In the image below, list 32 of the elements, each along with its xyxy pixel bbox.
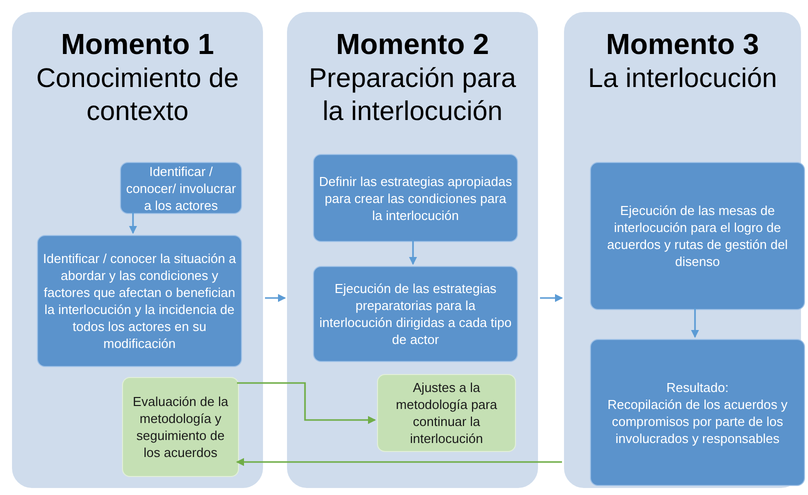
box-text: Resultado:	[666, 378, 729, 396]
arrow	[236, 458, 562, 466]
stage-subtitle: La interlocución	[586, 62, 778, 95]
box-text: Evaluación de la metodología y seguimiento de los acuerdos	[132, 393, 230, 461]
arrow	[540, 294, 563, 302]
arrow	[237, 382, 376, 424]
stage-panel	[285, 10, 540, 490]
stage-title: Momento 2	[336, 28, 490, 62]
stage-panel	[10, 10, 265, 490]
arrow	[691, 308, 699, 338]
feedback-box	[377, 374, 516, 452]
box-text: Identificar / conocer la situación a abordar y las condiciones y factores que afectan o benefician la interlocución y la incidencia de todos los actores en su modificación	[42, 250, 237, 352]
box-text: Definir las estrategias apropiadas para crear las condiciones para la interlocución	[318, 172, 513, 224]
arrow	[265, 294, 286, 302]
process-box	[590, 162, 805, 310]
process-box	[313, 154, 518, 242]
process-box	[37, 235, 242, 367]
stage-panel	[562, 10, 803, 490]
box-text: Ajustes a la metodología para continuar la interlocución	[394, 379, 498, 447]
feedback-box	[122, 377, 239, 477]
process-box	[590, 339, 805, 486]
box-text: Identificar / conocer/ involucrar a los actores	[125, 162, 237, 214]
stage-title: Momento 1	[60, 28, 214, 62]
stage-subtitle: Conocimiento de contexto	[35, 62, 240, 128]
stage-title: Momento 3	[606, 28, 760, 62]
arrow	[409, 240, 417, 265]
stage-subtitle: Preparación para la interlocución	[308, 62, 518, 128]
arrow	[129, 212, 137, 234]
box-text: Ejecución de las estrategias preparatorias para la interlocución dirigidas a cada tipo de actor	[318, 280, 513, 348]
box-text: Ejecución de las mesas de interlocución para el logro de acuerdos y rutas de gestión del disenso	[606, 202, 789, 270]
process-box	[313, 266, 518, 362]
box-text: Recopilación de los acuerdos y compromisos por parte de los involucrados y responsables	[606, 396, 788, 446]
